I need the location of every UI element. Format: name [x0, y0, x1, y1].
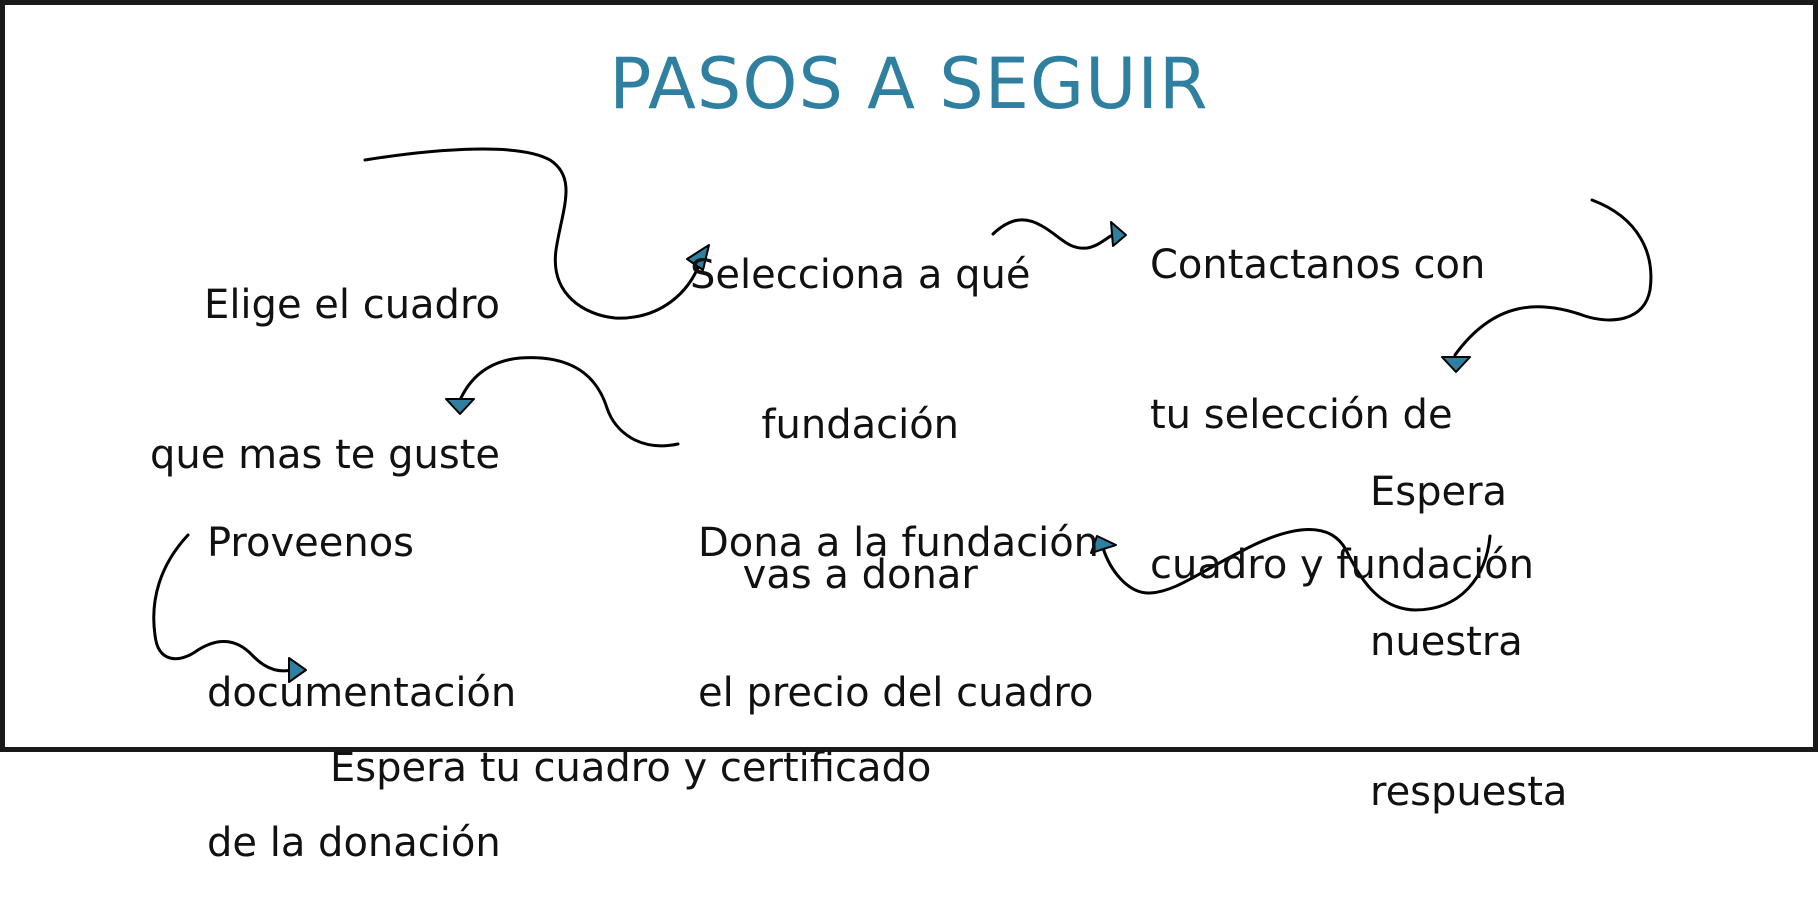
- step-6-line-2: documentación: [207, 670, 517, 716]
- arrowhead-icon: [1441, 356, 1471, 373]
- step-4-line-2: nuestra: [1370, 619, 1523, 665]
- arrow-step6-to-step7: [152, 533, 307, 683]
- step-4-line-1: Espera: [1370, 469, 1508, 515]
- step-4-espera-respuesta: Espera nuestra respuesta: [1370, 367, 1567, 867]
- step-1-line-1: Elige el cuadro: [204, 282, 500, 328]
- step-2-line-1: Selecciona a qué: [690, 252, 1031, 298]
- arrowhead-icon: [1090, 535, 1117, 554]
- arrow-step4-to-step5: [1090, 528, 1492, 612]
- step-4-line-3: respuesta: [1370, 769, 1568, 815]
- step-3-line-1: Contactanos con: [1150, 242, 1486, 288]
- step-2-line-3: vas a donar: [742, 552, 978, 598]
- step-2-line-2: fundación: [761, 402, 960, 448]
- step-3-contactanos: Contactanos con tu selección de cuadro y…: [1150, 140, 1534, 640]
- arrows-layer: [152, 147, 1653, 683]
- step-5-line-1: Dona a la fundación: [698, 520, 1100, 566]
- step-5-line-2: el precio del cuadro: [698, 670, 1094, 716]
- diagram-frame: [0, 0, 1818, 752]
- step-3-line-2: tu selección de: [1150, 392, 1453, 438]
- arrowhead-icon: [1110, 221, 1127, 247]
- arrow-step5-to-step6: [445, 356, 680, 448]
- step-1-line-2: que mas te guste: [150, 432, 500, 478]
- arrow-step2-to-step3: [991, 218, 1127, 250]
- step-5-dona-fundacion: Dona a la fundación el precio del cuadro: [698, 418, 1099, 768]
- step-6-line-1: Proveenos: [207, 520, 415, 566]
- step-3-line-3: cuadro y fundación: [1150, 542, 1535, 588]
- step-7-line-1: Espera tu cuadro y certificado: [330, 745, 932, 791]
- page-title: PASOS A SEGUIR: [609, 43, 1209, 125]
- arrowhead-icon: [445, 398, 475, 415]
- step-1-elige-cuadro: Elige el cuadro que mas te guste: [150, 180, 500, 530]
- arrow-step3-to-step4: [1441, 198, 1653, 373]
- step-7-espera-cuadro-certificado: Espera tu cuadro y certificado: [330, 643, 931, 843]
- arrowhead-icon: [686, 244, 710, 271]
- arrowhead-icon: [288, 657, 307, 683]
- arrow-step1-to-step2: [363, 147, 710, 320]
- step-2-selecciona-fundacion: Selecciona a qué fundación vas a donar: [690, 150, 1030, 650]
